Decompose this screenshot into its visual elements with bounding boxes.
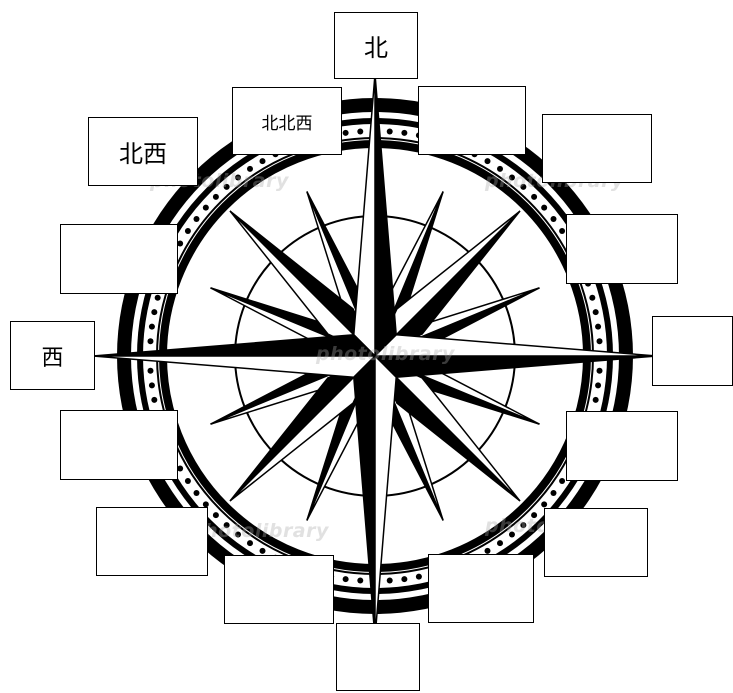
label-box-east-south-east[interactable] (566, 411, 678, 481)
label-box-south-west[interactable] (96, 507, 208, 576)
label-box-north[interactable]: 北 (334, 12, 418, 79)
label-box-east-north-east[interactable] (566, 214, 678, 284)
label-box-west-south-west[interactable] (60, 410, 178, 480)
label-box-south-south-east[interactable] (428, 554, 534, 623)
label-box-east[interactable] (652, 316, 733, 386)
label-box-west[interactable]: 西 (10, 321, 95, 390)
label-box-south-south-west[interactable] (224, 555, 334, 624)
label-box-west-north-west[interactable] (60, 224, 178, 294)
label-box-north-north-east[interactable] (418, 86, 526, 155)
label-box-north-north-west[interactable]: 北北西 (232, 87, 342, 155)
label-box-north-east[interactable] (542, 114, 652, 183)
label-box-north-west[interactable]: 北西 (88, 117, 198, 186)
label-box-south[interactable] (336, 623, 420, 691)
label-box-south-east[interactable] (544, 508, 648, 577)
